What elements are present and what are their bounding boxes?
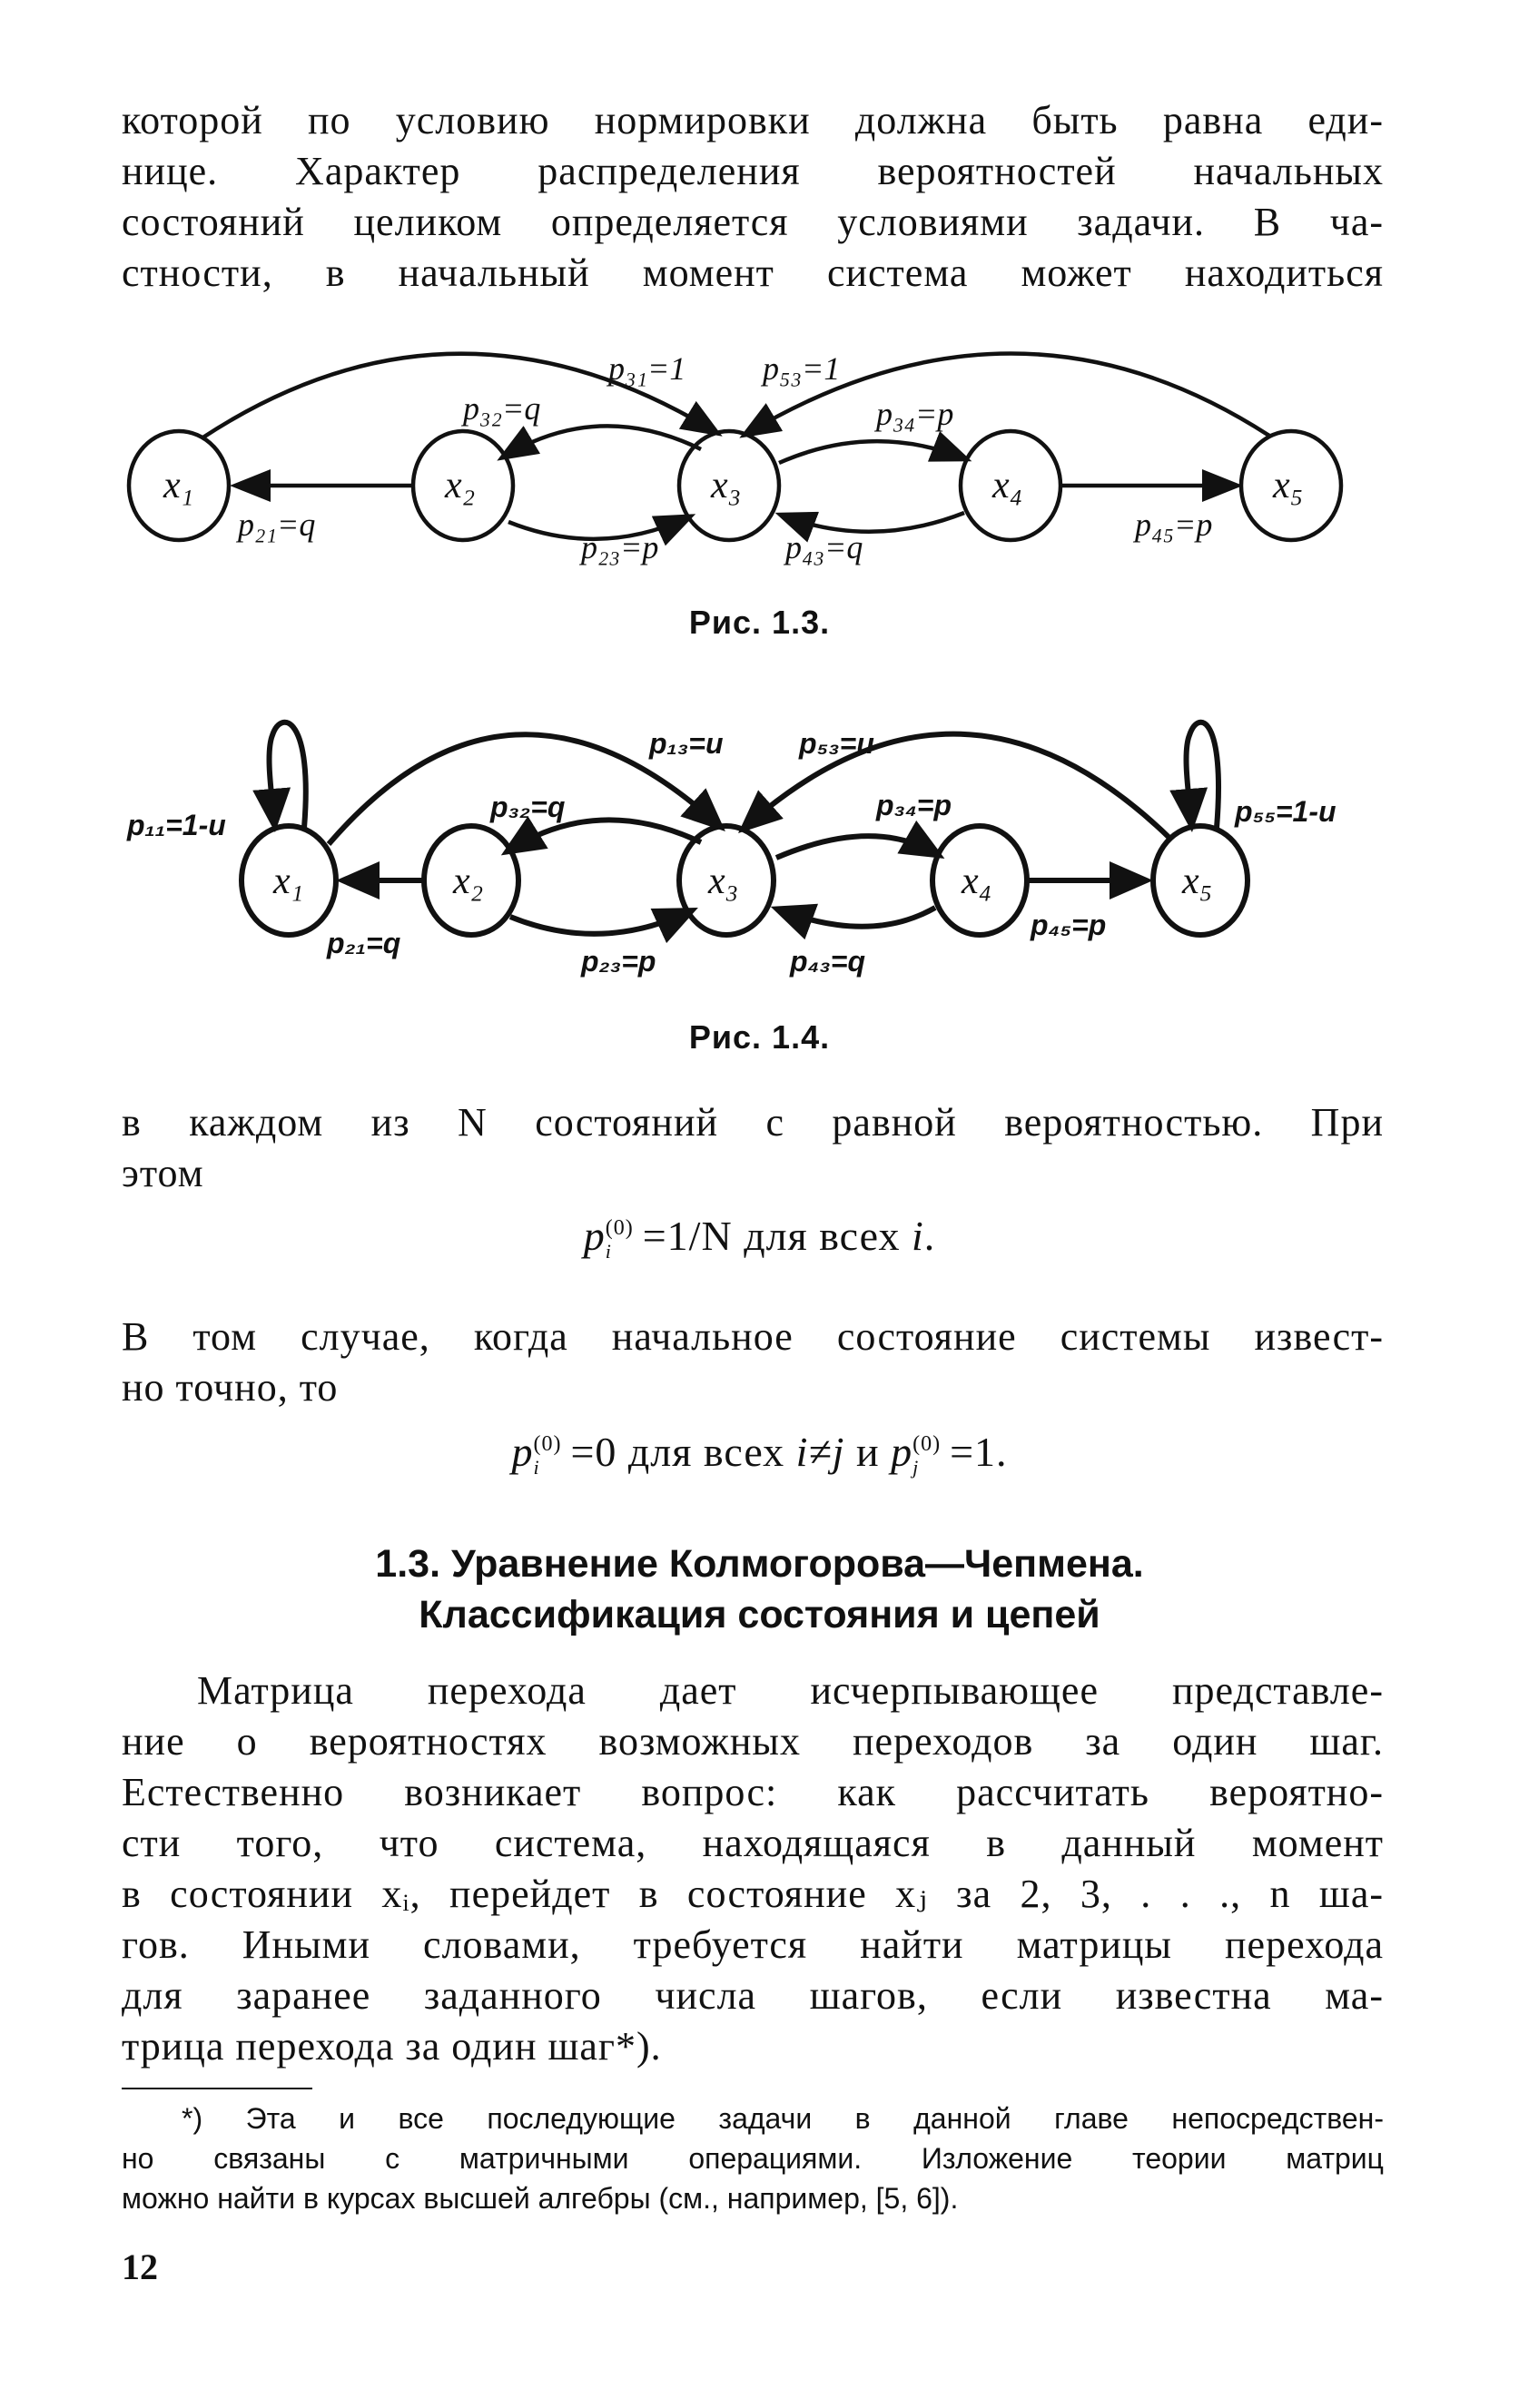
section-heading: Классификация состояния и цепей xyxy=(419,1593,1100,1636)
text-line: трица перехода за один шаг*). xyxy=(122,2024,662,2069)
formula-symbol: p xyxy=(511,1429,534,1475)
text-line: Естественно возникает вопрос: как рассчи… xyxy=(122,1770,1384,1814)
state-node xyxy=(126,428,232,543)
state-node xyxy=(930,823,1030,938)
formula-sup: (0) xyxy=(605,1216,634,1241)
edge-label: p₂₁=q xyxy=(326,927,400,959)
section-heading: 1.3. Уравнение Колмогорова—Чепмена. xyxy=(375,1542,1144,1586)
arrow-x3-x2 xyxy=(500,816,703,856)
node-label: x₁ xyxy=(163,465,193,506)
formula-text: =1. xyxy=(950,1429,1008,1475)
node-label: x₂ xyxy=(452,860,483,902)
arrow-x4-x3 xyxy=(770,903,937,940)
edge-label: p₅₃=1 xyxy=(760,350,840,387)
node-label: x₄ xyxy=(961,860,991,902)
formula-sup: (0) xyxy=(533,1432,562,1457)
node-label: x₁ xyxy=(272,860,303,902)
arrow-x5-x3 xyxy=(739,351,1271,438)
edge-label: p₃₄=p xyxy=(873,396,953,432)
state-node xyxy=(676,823,776,938)
formula-text: для всех xyxy=(616,1429,796,1475)
arrow-x5-x3 xyxy=(737,731,1174,842)
formula-text: и xyxy=(844,1429,892,1475)
node-label: x₅ xyxy=(1272,465,1303,506)
text-line: ние о вероятностях возможных переходов з… xyxy=(122,1719,1384,1764)
formula-uniform: p(0)i=1/N для всех i. xyxy=(0,1211,1519,1263)
figure-1-4-text: x₁ x₂ x₃ x₄ x₅ p₁₁=1-u p₁₃=u p₅₃=u p₃₂=q… xyxy=(126,727,1337,978)
text-line: состояний целиком определяется условиями… xyxy=(122,200,1384,244)
node-label: x₅ xyxy=(1181,860,1212,902)
formula-known-state: p(0)i=0 для всех i≠j и p(0)j=1. xyxy=(0,1427,1519,1479)
formula-indices: (0)i xyxy=(533,1432,561,1479)
text-line: стности, в начальный момент система може… xyxy=(122,251,1384,295)
edge-label: p₂₃=p xyxy=(578,529,658,565)
text-line: Матрица перехода дает исчерпывающее пред… xyxy=(197,1668,1384,1713)
node-label: x₄ xyxy=(991,465,1022,506)
text-line: но точно, то xyxy=(122,1365,339,1410)
arrow-x4-x3 xyxy=(774,510,965,543)
arrow-x1-x3 xyxy=(326,732,725,846)
edge-label: p₅₃=u xyxy=(798,727,874,760)
formula-text: . xyxy=(923,1213,936,1259)
arrow-x2-x3 xyxy=(508,907,698,944)
formula-symbol: i≠j xyxy=(795,1429,845,1475)
text-line: этом xyxy=(122,1151,204,1195)
edge-label: p₄₅=p xyxy=(1132,506,1212,543)
formula-text: для всех xyxy=(732,1213,912,1259)
formula-symbol: p xyxy=(583,1213,606,1259)
edge-label: p₅₅=1-u xyxy=(1234,795,1337,828)
node-label: x₃ xyxy=(710,465,741,506)
footnote-divider xyxy=(122,2088,312,2089)
arrow-x3-x4 xyxy=(774,820,945,860)
text-line: гов. Иными словами, требуется найти матр… xyxy=(122,1922,1384,1967)
text-line: сти того, что система, находящаяся в дан… xyxy=(122,1821,1384,1865)
edge-label: p₃₄=p xyxy=(875,789,952,821)
footnote-line: *) Эта и все последующие задачи в данной… xyxy=(182,2102,1384,2135)
formula-symbol: p xyxy=(891,1429,913,1475)
arrow-x1-x3 xyxy=(200,351,723,440)
edge-label: p₄₃=q xyxy=(783,529,863,565)
text-line: нице. Характер распределения вероятносте… xyxy=(122,149,1384,193)
page-number: 12 xyxy=(122,2246,158,2287)
footnote-line: но связаны с матричными операциями. Изло… xyxy=(122,2142,1384,2175)
edge-label: p₃₁=1 xyxy=(606,350,686,387)
arrow-x3-x2 xyxy=(497,424,702,461)
edge-label: p₃₂=q xyxy=(489,791,565,823)
formula-sub: i xyxy=(605,1240,612,1263)
edge-label: p₄₃=q xyxy=(789,945,865,978)
text-line: В том случае, когда начальное состояние … xyxy=(122,1314,1384,1359)
arrow-x3-x4 xyxy=(778,431,972,466)
formula-indices: (0)i xyxy=(606,1216,634,1263)
formula-text: =1/N xyxy=(642,1213,733,1259)
loop-x1 xyxy=(252,719,309,832)
formula-symbol: i xyxy=(911,1213,924,1259)
loop-x5 xyxy=(1169,719,1222,832)
text-line: которой по условию нормировки должна быт… xyxy=(122,98,1384,143)
text-line: в состоянии xᵢ, перейдет в состояние xⱼ … xyxy=(122,1872,1384,1916)
text-line: в каждом из N состояний с равной вероятн… xyxy=(122,1100,1384,1145)
edge-label: p₁₁=1-u xyxy=(126,809,226,841)
edge-label: p₁₃=u xyxy=(648,727,723,760)
formula-text: =0 xyxy=(570,1429,617,1475)
figure-1-3 xyxy=(126,351,1344,546)
arrow-x2-x3 xyxy=(508,514,696,546)
edge-label: p₄₅=p xyxy=(1030,909,1106,941)
footnote-line: можно найти в курсах высшей алгебры (см.… xyxy=(122,2182,959,2215)
figure-caption: Рис. 1.3. xyxy=(688,604,831,641)
edge-label: p₂₁=q xyxy=(235,506,315,543)
formula-indices: (0)j xyxy=(912,1432,941,1479)
figure-1-4 xyxy=(239,719,1250,944)
state-node xyxy=(676,428,782,543)
text-line: для заранее заданного числа шагов, если … xyxy=(122,1973,1384,2018)
formula-sub: j xyxy=(912,1456,920,1479)
edge-label: p₂₃=p xyxy=(580,945,656,978)
node-label: x₃ xyxy=(707,860,738,902)
figure-caption: Рис. 1.4. xyxy=(688,1018,831,1056)
figure-1-3-text: x₁ x₂ x₃ x₄ x₅ p₃₁=1 p₅₃=1 p₃₂=q p₃₄=p p… xyxy=(163,350,1303,565)
state-node xyxy=(421,823,521,938)
formula-sub: i xyxy=(533,1456,540,1479)
formula-sup: (0) xyxy=(912,1432,942,1457)
edge-label: p₃₂=q xyxy=(460,390,540,427)
node-label: x₂ xyxy=(444,465,475,506)
